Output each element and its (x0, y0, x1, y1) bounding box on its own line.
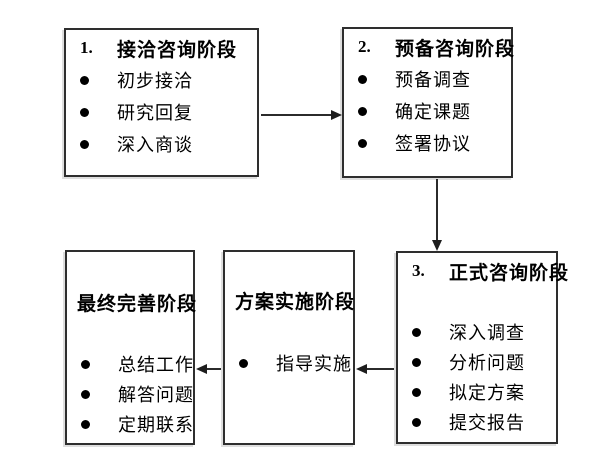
list-item: 深入商谈 (66, 128, 257, 160)
list-item-label: 深入调查 (449, 323, 525, 343)
list-item: 总结工作 (67, 349, 193, 379)
list-item: 定期联系 (67, 409, 193, 439)
list-item: 分析问题 (398, 347, 556, 377)
list-item-label: 分析问题 (449, 353, 525, 373)
list-item: 确定课题 (344, 95, 511, 127)
bullet-icon (412, 417, 421, 427)
stage-box-implementation: 方案实施阶段 指导实施 (223, 250, 355, 445)
bullet-icon (81, 359, 90, 369)
stage-title: 接洽咨询阶段 (117, 39, 238, 61)
stage-number: 1. (80, 38, 93, 57)
list-item: 签署协议 (344, 127, 511, 159)
spacer (67, 318, 193, 349)
list-item: 拟定方案 (398, 377, 556, 407)
bullet-icon (81, 419, 90, 429)
stage-box-final-improvement: 最终完善阶段 总结工作 解答问题 定期联系 (65, 250, 196, 445)
stage-header: 2. 预备咨询阶段 (344, 31, 514, 63)
list-item-label: 初步接洽 (117, 71, 193, 91)
spacer (398, 287, 556, 317)
stage-box-preparation: 2. 预备咨询阶段 预备调查 确定课题 签署协议 (342, 27, 514, 178)
bullet-icon (81, 389, 90, 399)
stage-title: 方案实施阶段 (235, 291, 356, 313)
bullet-icon (239, 358, 248, 368)
spacer (225, 316, 353, 348)
list-item-label: 深入商谈 (117, 135, 193, 155)
bullet-icon (412, 387, 421, 397)
stage-number: 3. (412, 261, 425, 280)
bullet-icon (358, 74, 367, 84)
stage-header: 1. 接洽咨询阶段 (66, 32, 257, 64)
list-item-label: 提交报告 (449, 413, 525, 433)
list-item: 指导实施 (225, 348, 353, 378)
stage-title: 预备咨询阶段 (395, 38, 516, 60)
stage-title: 正式咨询阶段 (449, 262, 570, 284)
list-item: 预备调查 (344, 63, 511, 95)
bullet-icon (358, 106, 367, 116)
stage-box-formal-consulting: 3. 正式咨询阶段 深入调查 分析问题 拟定方案 提交报告 (396, 251, 568, 444)
list-item: 解答问题 (67, 379, 193, 409)
list-item-label: 预备调查 (395, 70, 471, 90)
list-item-label: 总结工作 (118, 355, 194, 375)
bullet-icon (412, 357, 421, 367)
bullet-icon (412, 327, 421, 337)
stage-box-initial-contact: 1. 接洽咨询阶段 初步接洽 研究回复 深入商谈 (64, 28, 259, 177)
stage-title: 最终完善阶段 (77, 293, 198, 315)
arrow-stage4-to-stage5 (196, 364, 221, 374)
arrow-stage1-to-stage2 (261, 110, 342, 120)
stage-header: 方案实施阶段 (225, 284, 356, 316)
stage-number: 2. (358, 37, 371, 56)
list-item: 深入调查 (398, 317, 556, 347)
bullet-icon (80, 139, 89, 149)
bullet-icon (80, 75, 89, 85)
list-item-label: 解答问题 (118, 385, 194, 405)
list-item: 初步接洽 (66, 64, 257, 96)
list-item-label: 定期联系 (118, 415, 194, 435)
stage-header: 3. 正式咨询阶段 (398, 255, 568, 287)
list-item-label: 确定课题 (395, 102, 471, 122)
stage-header: 最终完善阶段 (67, 286, 196, 318)
list-item: 研究回复 (66, 96, 257, 128)
list-item: 提交报告 (398, 407, 556, 437)
arrow-stage2-to-stage3 (432, 179, 442, 251)
arrow-stage3-to-stage4 (356, 364, 394, 374)
list-item-label: 签署协议 (395, 134, 471, 154)
list-item-label: 研究回复 (117, 103, 193, 123)
bullet-icon (358, 138, 367, 148)
list-item-label: 拟定方案 (449, 383, 525, 403)
bullet-icon (80, 107, 89, 117)
list-item-label: 指导实施 (276, 354, 352, 374)
